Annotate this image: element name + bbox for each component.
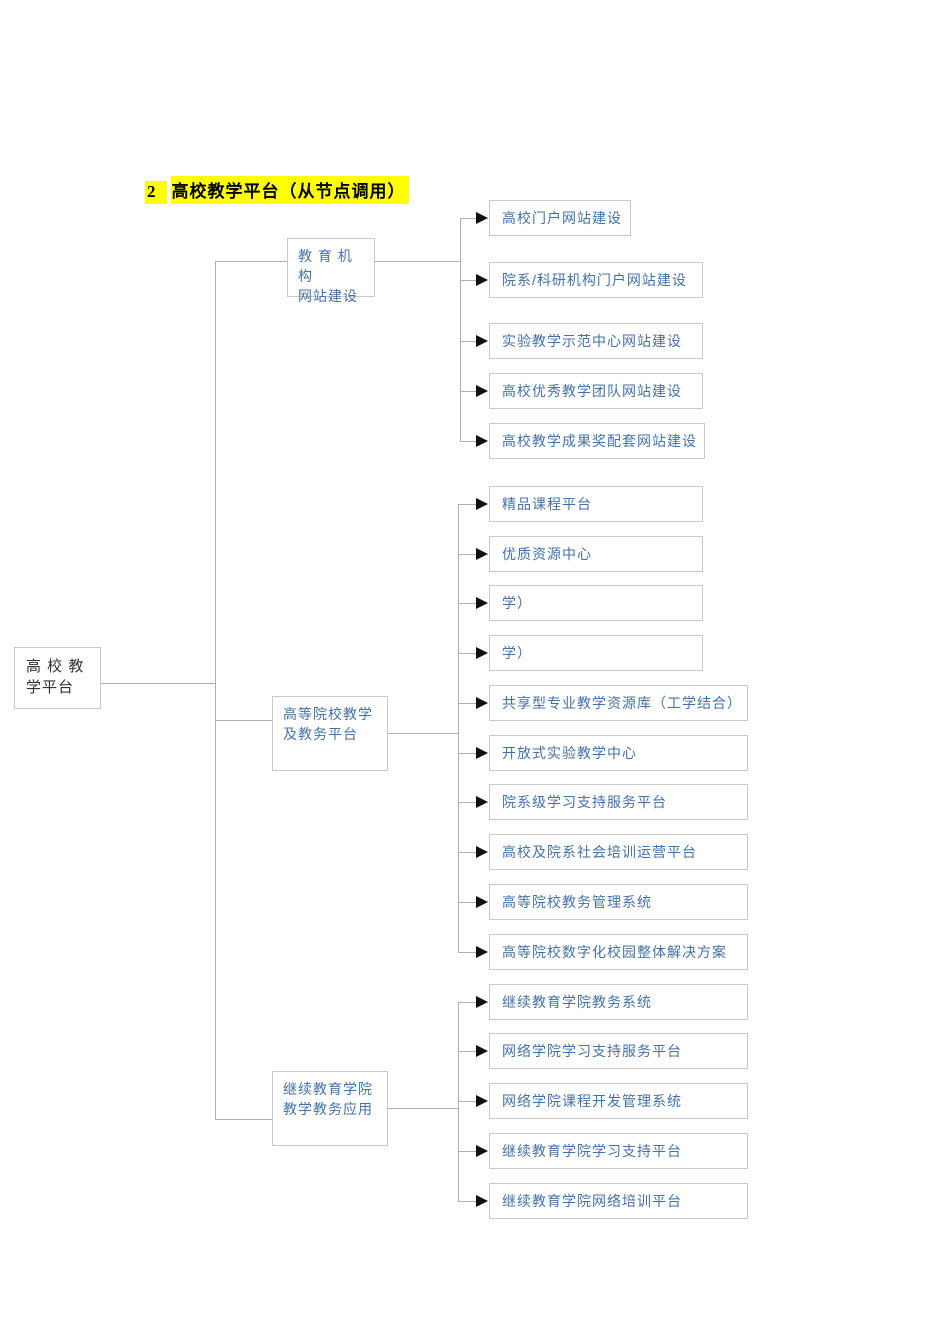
branch-left-connector bbox=[215, 720, 272, 721]
arrow-right-icon bbox=[476, 1145, 488, 1157]
section-title-text: 高校教学平台（从节点调用） bbox=[170, 176, 409, 204]
branch-node: 高等院校教学 及教务平台 bbox=[272, 696, 388, 771]
arrow-right-icon bbox=[476, 335, 488, 347]
leaf-node: 学） bbox=[489, 585, 703, 621]
arrow-right-icon bbox=[476, 1095, 488, 1107]
leaf-node: 继续教育学院教务系统 bbox=[489, 984, 748, 1020]
leaf-node: 高校优秀教学团队网站建设 bbox=[489, 373, 703, 409]
leaf-connector bbox=[458, 802, 478, 803]
arrow-right-icon bbox=[476, 385, 488, 397]
root-node: 高 校 教 学平台 bbox=[14, 647, 101, 709]
arrow-right-icon bbox=[476, 946, 488, 958]
arrow-right-icon bbox=[476, 597, 488, 609]
leaf-node: 实验教学示范中心网站建设 bbox=[489, 323, 703, 359]
leaf-node: 高校及院系社会培训运营平台 bbox=[489, 834, 748, 870]
branch-right-connector bbox=[375, 261, 460, 262]
leaf-node: 继续教育学院学习支持平台 bbox=[489, 1133, 748, 1169]
section-number: 2 bbox=[145, 181, 167, 204]
leaf-connector bbox=[458, 902, 478, 903]
arrow-right-icon bbox=[476, 1045, 488, 1057]
leaf-connector bbox=[458, 952, 478, 953]
arrow-right-icon bbox=[476, 274, 488, 286]
leaf-connector bbox=[458, 1051, 478, 1052]
leaf-node: 精品课程平台 bbox=[489, 486, 703, 522]
branch-left-connector bbox=[215, 1119, 272, 1120]
arrow-right-icon bbox=[476, 548, 488, 560]
branch-right-connector bbox=[388, 1108, 458, 1109]
leaf-node: 优质资源中心 bbox=[489, 536, 703, 572]
leaf-node: 高校教学成果奖配套网站建设 bbox=[489, 423, 705, 459]
leaf-node: 网络学院课程开发管理系统 bbox=[489, 1083, 748, 1119]
arrow-right-icon bbox=[476, 435, 488, 447]
arrow-right-icon bbox=[476, 996, 488, 1008]
leaf-node: 继续教育学院网络培训平台 bbox=[489, 1183, 748, 1219]
root-connector bbox=[101, 683, 215, 684]
arrow-right-icon bbox=[476, 498, 488, 510]
leaf-node: 学） bbox=[489, 635, 703, 671]
leaf-connector bbox=[458, 703, 478, 704]
sub-trunk-line bbox=[460, 218, 461, 442]
leaf-connector bbox=[460, 341, 478, 342]
leaf-connector bbox=[460, 441, 478, 442]
leaf-node: 高等院校教务管理系统 bbox=[489, 884, 748, 920]
leaf-connector bbox=[460, 218, 478, 219]
arrow-right-icon bbox=[476, 1195, 488, 1207]
leaf-connector bbox=[458, 852, 478, 853]
leaf-node: 高校门户网站建设 bbox=[489, 200, 631, 236]
leaf-connector bbox=[458, 1101, 478, 1102]
leaf-connector bbox=[458, 1002, 478, 1003]
branch-right-connector bbox=[388, 733, 458, 734]
leaf-node: 开放式实验教学中心 bbox=[489, 735, 748, 771]
leaf-node: 院系级学习支持服务平台 bbox=[489, 784, 748, 820]
branch-left-connector bbox=[215, 261, 287, 262]
leaf-node: 共享型专业教学资源库（工学结合） bbox=[489, 685, 748, 721]
branch-node: 教 育 机 构 网站建设 bbox=[287, 238, 375, 304]
arrow-right-icon bbox=[476, 647, 488, 659]
arrow-right-icon bbox=[476, 697, 488, 709]
arrow-right-icon bbox=[476, 846, 488, 858]
trunk-line bbox=[215, 261, 216, 1120]
sub-trunk-line bbox=[458, 1002, 459, 1202]
leaf-node: 高等院校数字化校园整体解决方案 bbox=[489, 934, 748, 970]
leaf-connector bbox=[460, 280, 478, 281]
arrow-right-icon bbox=[476, 796, 488, 808]
leaf-connector bbox=[460, 391, 478, 392]
leaf-connector bbox=[458, 753, 478, 754]
leaf-connector bbox=[458, 554, 478, 555]
leaf-connector bbox=[458, 504, 478, 505]
arrow-right-icon bbox=[476, 212, 488, 224]
arrow-right-icon bbox=[476, 747, 488, 759]
leaf-connector bbox=[458, 603, 478, 604]
leaf-connector bbox=[458, 653, 478, 654]
sub-trunk-line bbox=[458, 504, 459, 953]
arrow-right-icon bbox=[476, 896, 488, 908]
branch-node: 继续教育学院 教学教务应用 bbox=[272, 1071, 388, 1146]
leaf-node: 院系/科研机构门户网站建设 bbox=[489, 262, 703, 298]
leaf-connector bbox=[458, 1151, 478, 1152]
leaf-node: 网络学院学习支持服务平台 bbox=[489, 1033, 748, 1069]
leaf-connector bbox=[458, 1201, 478, 1202]
